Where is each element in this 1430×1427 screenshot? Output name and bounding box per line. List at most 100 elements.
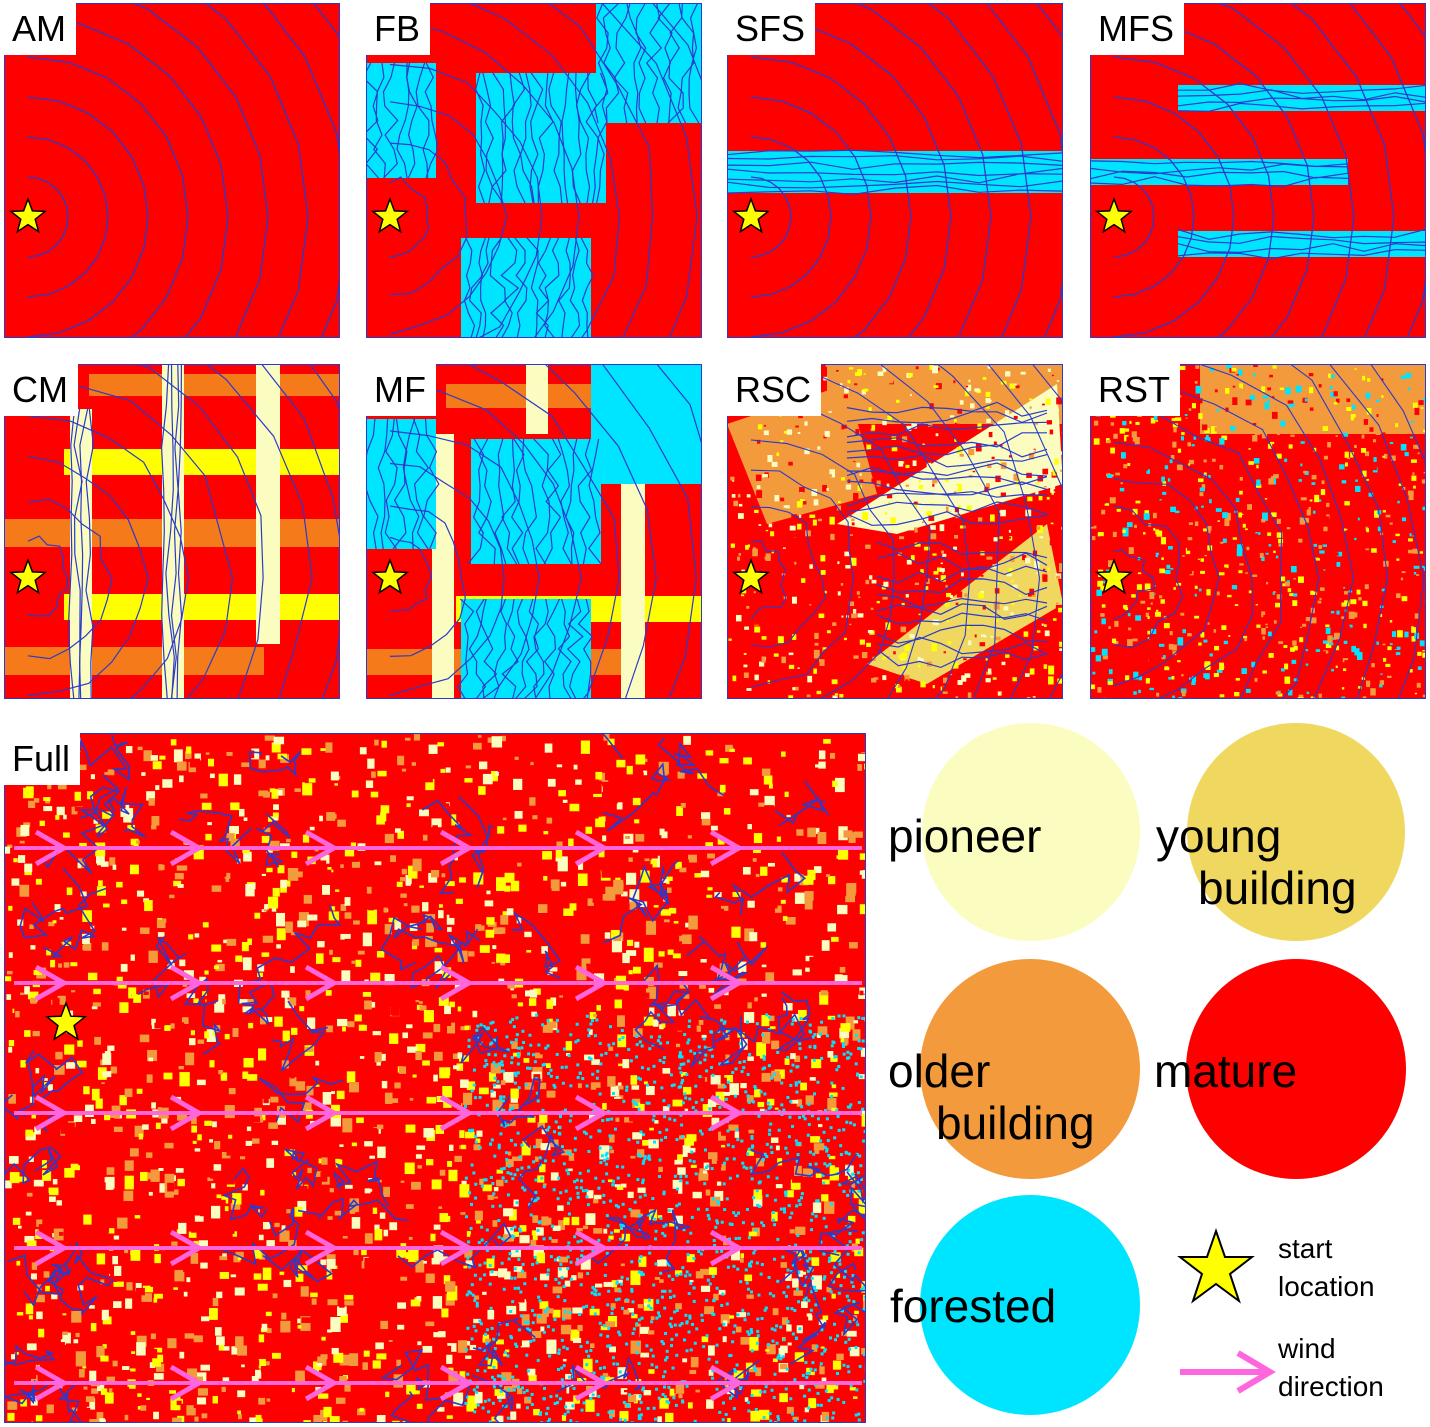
vegetation-speck bbox=[143, 991, 149, 995]
vegetation-speck bbox=[281, 990, 290, 998]
vegetation-speck bbox=[26, 1240, 37, 1248]
forested-speck bbox=[781, 1255, 785, 1259]
forested-speck bbox=[663, 1289, 667, 1293]
vegetation-speck bbox=[82, 944, 87, 950]
forested-speck bbox=[629, 1059, 633, 1063]
vegetation-speck bbox=[620, 1183, 627, 1188]
vegetation-speck bbox=[225, 1173, 235, 1185]
vegetation-speck bbox=[837, 904, 848, 915]
vegetation-speck bbox=[83, 1086, 90, 1095]
vegetation-speck bbox=[826, 488, 829, 491]
vegetation-speck bbox=[1248, 448, 1251, 450]
vegetation-speck bbox=[1109, 497, 1116, 504]
forested-speck bbox=[733, 1094, 737, 1098]
vegetation-speck bbox=[1005, 546, 1011, 554]
vegetation-speck bbox=[1131, 431, 1137, 438]
vegetation-speck bbox=[1291, 386, 1295, 389]
vegetation-speck bbox=[100, 1045, 106, 1050]
vegetation-speck bbox=[1354, 537, 1357, 541]
vegetation-speck bbox=[802, 1139, 813, 1150]
forested-speck bbox=[845, 1294, 849, 1298]
vegetation-speck bbox=[768, 523, 773, 528]
vegetation-speck bbox=[512, 1254, 522, 1264]
vegetation-speck bbox=[170, 1396, 181, 1411]
vegetation-speck bbox=[142, 1285, 154, 1293]
vegetation-speck bbox=[1231, 585, 1238, 590]
vegetation-speck bbox=[93, 988, 101, 995]
fire-contour-line bbox=[389, 101, 508, 336]
vegetation-speck bbox=[1393, 641, 1399, 647]
vegetation-speck bbox=[740, 1050, 748, 1059]
vegetation-speck bbox=[493, 1084, 501, 1089]
vegetation-speck bbox=[237, 1390, 246, 1398]
vegetation-speck bbox=[514, 756, 519, 760]
vegetation-speck bbox=[993, 601, 1000, 610]
forested-speck bbox=[498, 1062, 502, 1066]
vegetation-speck bbox=[1129, 420, 1132, 424]
vegetation-speck bbox=[321, 1336, 326, 1341]
vegetation-speck bbox=[105, 1176, 115, 1190]
vegetation-speck bbox=[929, 364, 934, 370]
vegetation-speck bbox=[611, 937, 623, 953]
vegetation-speck bbox=[100, 1388, 108, 1395]
vegetation-speck bbox=[964, 673, 971, 678]
panel-sfs: SFS bbox=[727, 3, 1063, 338]
vegetation-speck bbox=[917, 664, 921, 668]
vegetation-speck bbox=[956, 446, 963, 454]
forested-speck bbox=[570, 1369, 574, 1373]
vegetation-speck bbox=[563, 908, 574, 916]
vegetation-speck bbox=[1194, 593, 1197, 597]
forested-speck bbox=[823, 1348, 827, 1352]
vegetation-speck bbox=[906, 559, 912, 565]
vegetation-speck bbox=[1168, 676, 1172, 680]
vegetation-speck bbox=[863, 373, 866, 375]
vegetation-speck bbox=[1239, 383, 1243, 389]
vegetation-speck bbox=[529, 989, 538, 998]
vegetation-speck bbox=[307, 1017, 316, 1029]
vegetation-speck bbox=[1405, 401, 1409, 406]
vegetation-speck bbox=[707, 887, 713, 891]
vegetation-speck bbox=[1273, 474, 1279, 479]
vegetation-speck bbox=[153, 1297, 158, 1303]
forested-speck bbox=[472, 1324, 476, 1328]
vegetation-speck bbox=[648, 1330, 655, 1335]
vegetation-speck bbox=[36, 934, 43, 940]
vegetation-speck bbox=[53, 1297, 63, 1305]
vegetation-speck bbox=[104, 1177, 111, 1183]
vegetation-speck bbox=[812, 1202, 822, 1214]
vegetation-speck bbox=[934, 477, 937, 479]
vegetation-speck bbox=[125, 1298, 133, 1309]
vegetation-speck bbox=[447, 1343, 457, 1352]
vegetation-speck bbox=[1181, 674, 1184, 677]
forested-speck bbox=[830, 1081, 834, 1085]
vegetation-speck bbox=[887, 494, 893, 499]
vegetation-speck bbox=[577, 1083, 582, 1089]
vegetation-speck bbox=[806, 1313, 812, 1317]
vegetation-speck bbox=[66, 1062, 76, 1069]
forested-speck bbox=[532, 1160, 536, 1164]
vegetation-speck bbox=[96, 1253, 106, 1265]
forested-speck bbox=[666, 1041, 670, 1045]
vegetation-speck bbox=[674, 1215, 683, 1224]
vegetation-speck bbox=[378, 1156, 387, 1165]
vegetation-speck bbox=[37, 1291, 45, 1298]
vegetation-speck bbox=[537, 1122, 545, 1128]
forested-patch bbox=[596, 3, 702, 123]
vegetation-speck bbox=[1047, 517, 1054, 521]
vegetation-speck bbox=[1163, 446, 1166, 450]
vegetation-speck bbox=[859, 479, 864, 483]
vegetation-speck bbox=[200, 971, 206, 978]
vegetation-speck bbox=[517, 1002, 524, 1007]
vegetation-speck bbox=[1299, 626, 1303, 628]
vegetation-speck bbox=[507, 982, 517, 989]
vegetation-speck bbox=[18, 1225, 22, 1229]
vegetation-speck bbox=[48, 921, 55, 927]
vegetation-speck bbox=[690, 866, 702, 874]
vegetation-speck bbox=[1284, 458, 1288, 462]
vegetation-speck bbox=[1366, 682, 1371, 688]
vegetation-speck bbox=[1310, 617, 1317, 624]
vegetation-speck bbox=[234, 1287, 245, 1296]
vegetation-speck bbox=[727, 1417, 731, 1423]
vegetation-speck bbox=[758, 661, 765, 667]
vegetation-speck bbox=[242, 1200, 249, 1207]
